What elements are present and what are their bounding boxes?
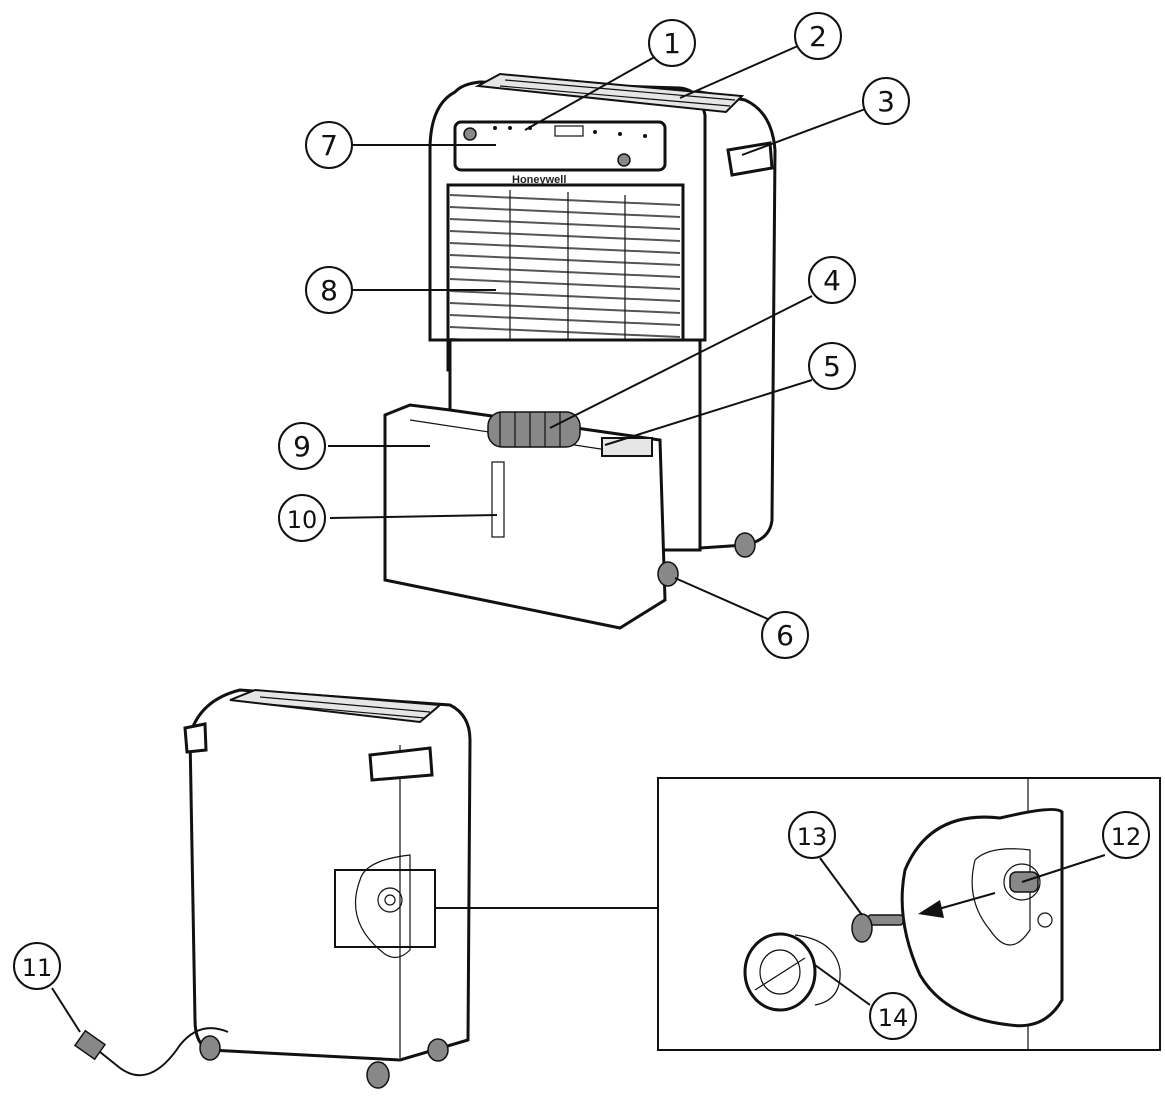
power-cord <box>94 1027 229 1077</box>
drain-detail-inset <box>657 777 1161 1051</box>
front-view: Honeywell <box>383 72 777 630</box>
callout-2: 2 <box>794 12 842 60</box>
callout-label-6: 6 <box>776 619 794 652</box>
water-tank <box>383 403 667 630</box>
callout-9: 9 <box>278 422 326 470</box>
callout-label-8: 8 <box>320 274 338 307</box>
callout-label-1: 1 <box>663 27 681 60</box>
power-plug <box>73 1029 107 1061</box>
callout-label-14: 14 <box>878 1004 909 1032</box>
callout-5: 5 <box>808 342 856 390</box>
arrow-icon <box>918 900 944 918</box>
leader-lines <box>51 44 1106 1033</box>
caster-wheel <box>657 561 679 587</box>
callout-label-5: 5 <box>823 350 841 383</box>
inset-frame <box>657 777 1161 1051</box>
callout-1: 1 <box>648 19 696 67</box>
callout-11: 11 <box>13 942 61 990</box>
float-coil <box>487 411 581 448</box>
callout-label-10: 10 <box>287 506 318 534</box>
brand-logo-text: Honeywell <box>512 174 566 186</box>
callout-4: 4 <box>808 256 856 304</box>
callout-label-12: 12 <box>1111 823 1142 851</box>
callout-3: 3 <box>862 77 910 125</box>
back-view <box>73 688 658 1089</box>
callout-6: 6 <box>761 611 809 659</box>
callout-label-9: 9 <box>293 430 311 463</box>
callout-label-3: 3 <box>877 85 895 118</box>
callout-13: 13 <box>788 811 836 859</box>
callout-label-4: 4 <box>823 264 841 297</box>
callout-14: 14 <box>869 992 917 1040</box>
callout-label-13: 13 <box>797 823 828 851</box>
side-handle <box>726 141 774 177</box>
callout-label-2: 2 <box>809 20 827 53</box>
callout-7: 7 <box>305 121 353 169</box>
callout-label-7: 7 <box>320 129 338 162</box>
callout-8: 8 <box>305 266 353 314</box>
drain-screw <box>867 914 904 926</box>
callout-12: 12 <box>1102 811 1150 859</box>
drain-cap <box>743 932 817 1012</box>
water-level-window <box>491 461 505 538</box>
callout-10: 10 <box>278 494 326 542</box>
callout-label-11: 11 <box>22 954 53 982</box>
